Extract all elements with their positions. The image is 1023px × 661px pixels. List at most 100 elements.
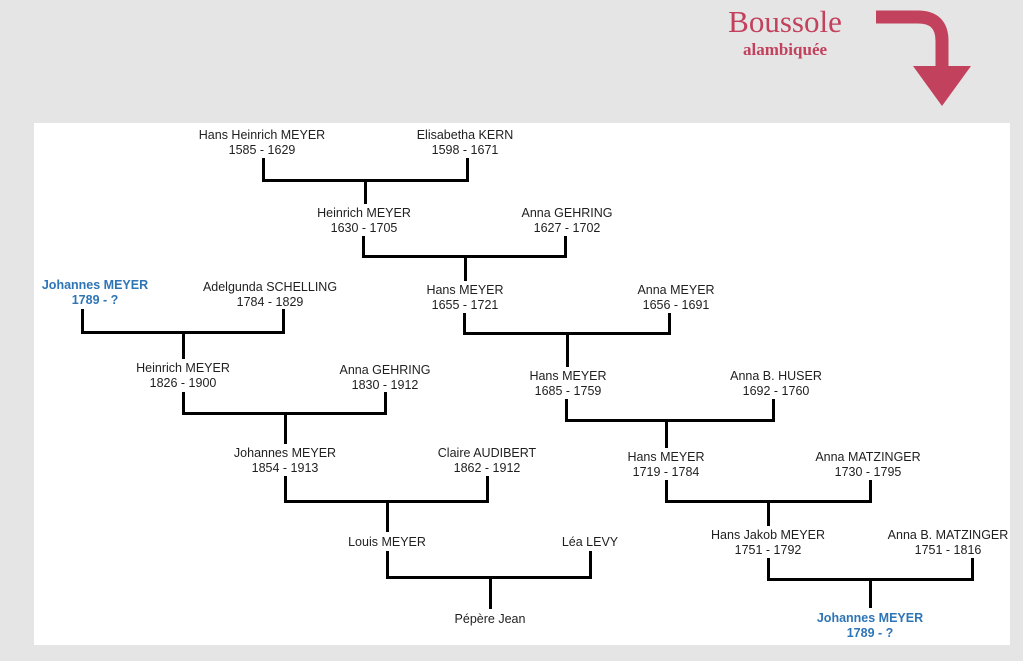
person-dates: 1730 - 1795 — [834, 465, 902, 479]
person-dates: 1751 - 1792 — [734, 543, 802, 557]
person-name: Hans MEYER — [426, 283, 504, 297]
person-dates: 1789 - ? — [71, 293, 119, 307]
person-dates: 1789 - ? — [846, 626, 894, 640]
connector-line — [262, 158, 265, 182]
person-node: Pépère Jean — [400, 612, 580, 627]
person-name: Elisabetha KERN — [416, 128, 514, 142]
connector-line — [971, 558, 974, 581]
connector-line — [589, 551, 592, 579]
person-name: Anna GEHRING — [521, 206, 613, 220]
person-name: Johannes MEYER — [816, 611, 924, 625]
person-name: Anna MEYER — [637, 283, 715, 297]
person-node: Léa LEVY — [500, 535, 680, 550]
person-dates: 1784 - 1829 — [236, 295, 304, 309]
connector-line — [282, 309, 285, 334]
connector-line — [362, 255, 567, 258]
person-name: Johannes MEYER — [41, 278, 149, 292]
connector-line — [182, 392, 185, 415]
connector-line — [182, 412, 387, 415]
person-dates: 1598 - 1671 — [431, 143, 499, 157]
person-dates: 1826 - 1900 — [149, 376, 217, 390]
person-dates: 1830 - 1912 — [351, 378, 419, 392]
connector-line — [566, 335, 569, 367]
person-name: Anna B. MATZINGER — [887, 528, 1009, 542]
family-tree-panel — [34, 123, 1010, 645]
person-dates: 1685 - 1759 — [534, 384, 602, 398]
person-dates: 1751 - 1816 — [914, 543, 982, 557]
person-name: Adelgunda SCHELLING — [202, 280, 338, 294]
site-subtitle[interactable]: alambiquée — [742, 40, 828, 59]
connector-line — [463, 332, 671, 335]
person-dates: 1627 - 1702 — [533, 221, 601, 235]
connector-line — [284, 500, 489, 503]
connector-line — [284, 415, 287, 444]
connector-line — [772, 399, 775, 422]
site-header: Boussole alambiquée — [675, 4, 895, 60]
connector-line — [262, 179, 469, 182]
connector-line — [464, 258, 467, 281]
connector-line — [869, 581, 872, 608]
connector-line — [564, 236, 567, 258]
connector-line — [665, 480, 668, 503]
person-name: Anna GEHRING — [339, 363, 431, 377]
connector-line — [668, 313, 671, 335]
connector-line — [463, 313, 466, 335]
connector-line — [386, 503, 389, 532]
person-name: Anna MATZINGER — [815, 450, 921, 464]
connector-line — [182, 334, 185, 359]
person-name: Léa LEVY — [561, 535, 619, 549]
person-dates: 1656 - 1691 — [642, 298, 710, 312]
person-name: Anna B. HUSER — [730, 369, 822, 383]
person-dates: 1655 - 1721 — [431, 298, 499, 312]
connector-line — [665, 422, 668, 448]
curved-down-arrow-icon — [876, 10, 971, 106]
person-node: Louis MEYER — [297, 535, 477, 550]
site-title[interactable]: Boussole — [728, 4, 842, 39]
connector-line — [466, 158, 469, 182]
connector-line — [489, 579, 492, 609]
connector-line — [665, 500, 872, 503]
person-name: Pépère Jean — [454, 612, 526, 626]
person-dates: 1692 - 1760 — [742, 384, 810, 398]
connector-line — [767, 578, 974, 581]
person-name: Hans Jakob MEYER — [711, 528, 825, 542]
connector-line — [81, 331, 285, 334]
connector-line — [767, 558, 770, 581]
connector-line — [362, 236, 365, 258]
person-dates: 1585 - 1629 — [228, 143, 296, 157]
person-name: Hans MEYER — [529, 369, 607, 383]
connector-line — [386, 576, 592, 579]
connector-line — [767, 503, 770, 526]
person-name: Hans Heinrich MEYER — [198, 128, 326, 142]
connector-line — [81, 309, 84, 334]
person-name: Hans MEYER — [627, 450, 705, 464]
person-name: Claire AUDIBERT — [437, 446, 537, 460]
person-name: Louis MEYER — [348, 535, 426, 549]
connector-line — [486, 476, 489, 503]
person-name: Heinrich MEYER — [317, 206, 411, 220]
connector-line — [565, 399, 568, 422]
connector-line — [284, 476, 287, 503]
connector-line — [364, 182, 367, 204]
person-name: Heinrich MEYER — [136, 361, 230, 375]
person-dates: 1630 - 1705 — [330, 221, 398, 235]
person-dates: 1862 - 1912 — [453, 461, 521, 475]
